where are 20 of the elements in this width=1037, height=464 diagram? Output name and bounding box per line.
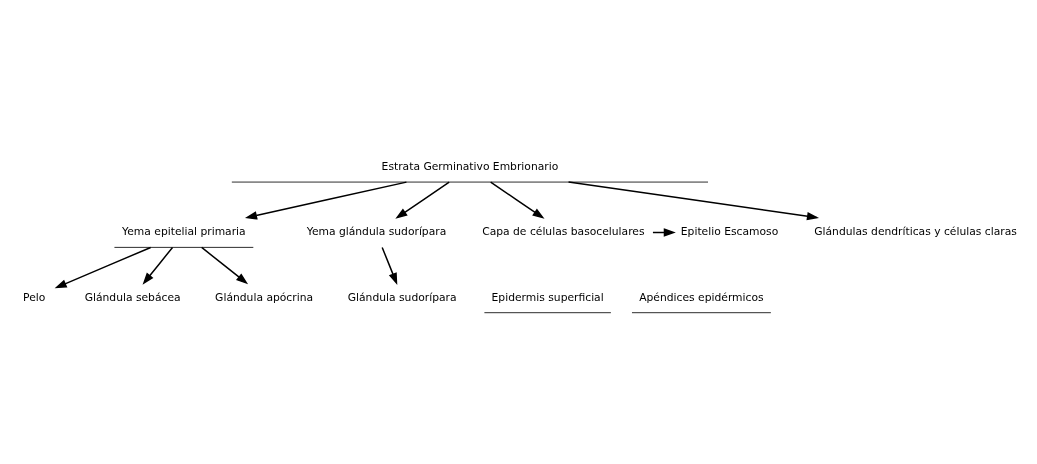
node-text: Glándula apócrina [215, 290, 314, 304]
arrow [567, 180, 820, 220]
arrow [381, 246, 398, 285]
arrow [200, 246, 249, 284]
node-text: Epitelio Escamoso [680, 224, 779, 238]
node-text: Estrata Germinativo Embrionario [381, 159, 559, 173]
node-text: Capa de células basocelulares [482, 224, 645, 238]
node-text: Yema epitelial primaria [122, 224, 246, 238]
label: Epidermis superficial [491, 290, 604, 304]
label: Apéndices epidérmicos [639, 290, 764, 304]
node-text: Glándulas dendríticas y células claras [814, 224, 1017, 238]
arrow [142, 246, 174, 285]
node-text: Glándula sebácea [84, 290, 181, 304]
arrow [244, 180, 408, 220]
arrow [489, 180, 545, 219]
arrow [395, 180, 450, 219]
node-text: Pelo [23, 290, 46, 304]
node-text: Glándula sudorípara [347, 290, 457, 304]
node-text: Yema glándula sudorípara [306, 224, 447, 238]
arrow [54, 246, 152, 288]
